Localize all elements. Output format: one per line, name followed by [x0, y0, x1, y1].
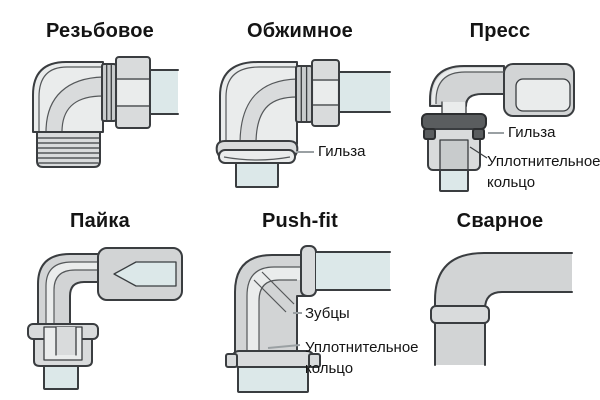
panel-title: Сварное — [456, 210, 544, 232]
elbow-fitting-press-illustration — [421, 63, 575, 192]
panel-title: Push-fit — [261, 210, 339, 232]
panel-title: Резьбовое — [46, 20, 154, 42]
leader-line — [267, 344, 301, 349]
panel-solder: Пайка — [0, 200, 200, 400]
elbow-fitting-welded-illustration — [430, 252, 573, 366]
panel-press: Пресс — [400, 0, 600, 200]
press-sleeve-right — [503, 63, 575, 117]
pipe-bottom — [235, 162, 279, 188]
panel-welded: Сварное — [400, 200, 600, 400]
panel-title: Обжимное — [247, 20, 353, 42]
lower-sleeve — [423, 128, 485, 171]
pipe-right — [338, 71, 391, 113]
panel-pushfit: Push-fit З — [200, 200, 419, 400]
pipe-right — [315, 251, 391, 291]
compression-rings — [295, 65, 313, 123]
threaded-end — [36, 131, 101, 168]
callout-teeth-label: Зубцы — [305, 305, 350, 322]
compression-rings — [101, 63, 117, 122]
panel-title: Пайка — [70, 210, 130, 232]
callout-sleeve-label: Гильза — [318, 143, 366, 160]
panel-compression: Обжимное — [200, 0, 400, 200]
weld-band — [430, 305, 490, 324]
elbow-body — [234, 254, 308, 353]
pipe-bottom — [439, 169, 469, 192]
elbow-fitting-threaded-illustration — [32, 56, 179, 168]
pipe-right — [149, 69, 179, 115]
elbow-body — [429, 65, 505, 107]
callout-sleeve-label: Гильза — [508, 124, 556, 141]
elbow-fitting-compression-illustration — [215, 59, 391, 188]
solder-socket-right — [97, 247, 183, 301]
elbow-body — [32, 61, 104, 133]
solder-cup — [27, 323, 99, 367]
sleeve-section — [215, 140, 299, 164]
callout-oring-label: Уплотнительное кольцо — [487, 153, 600, 191]
hex-nut — [311, 59, 340, 127]
callout-oring-label: Уплотнительное кольцо — [305, 339, 419, 377]
panel-threaded: Резьбовое — [0, 0, 200, 200]
socket-entry-ring — [300, 245, 317, 297]
hex-nut — [115, 56, 151, 129]
elbow-fitting-pushfit-illustration — [225, 245, 391, 393]
elbow-body — [219, 61, 298, 145]
pipe-bottom — [237, 366, 309, 393]
pipe-bottom — [43, 365, 79, 390]
elbow-fitting-solder-illustration — [27, 247, 183, 390]
panel-title: Пресс — [469, 20, 531, 42]
leader-line — [469, 146, 488, 159]
press-collar — [421, 113, 487, 130]
